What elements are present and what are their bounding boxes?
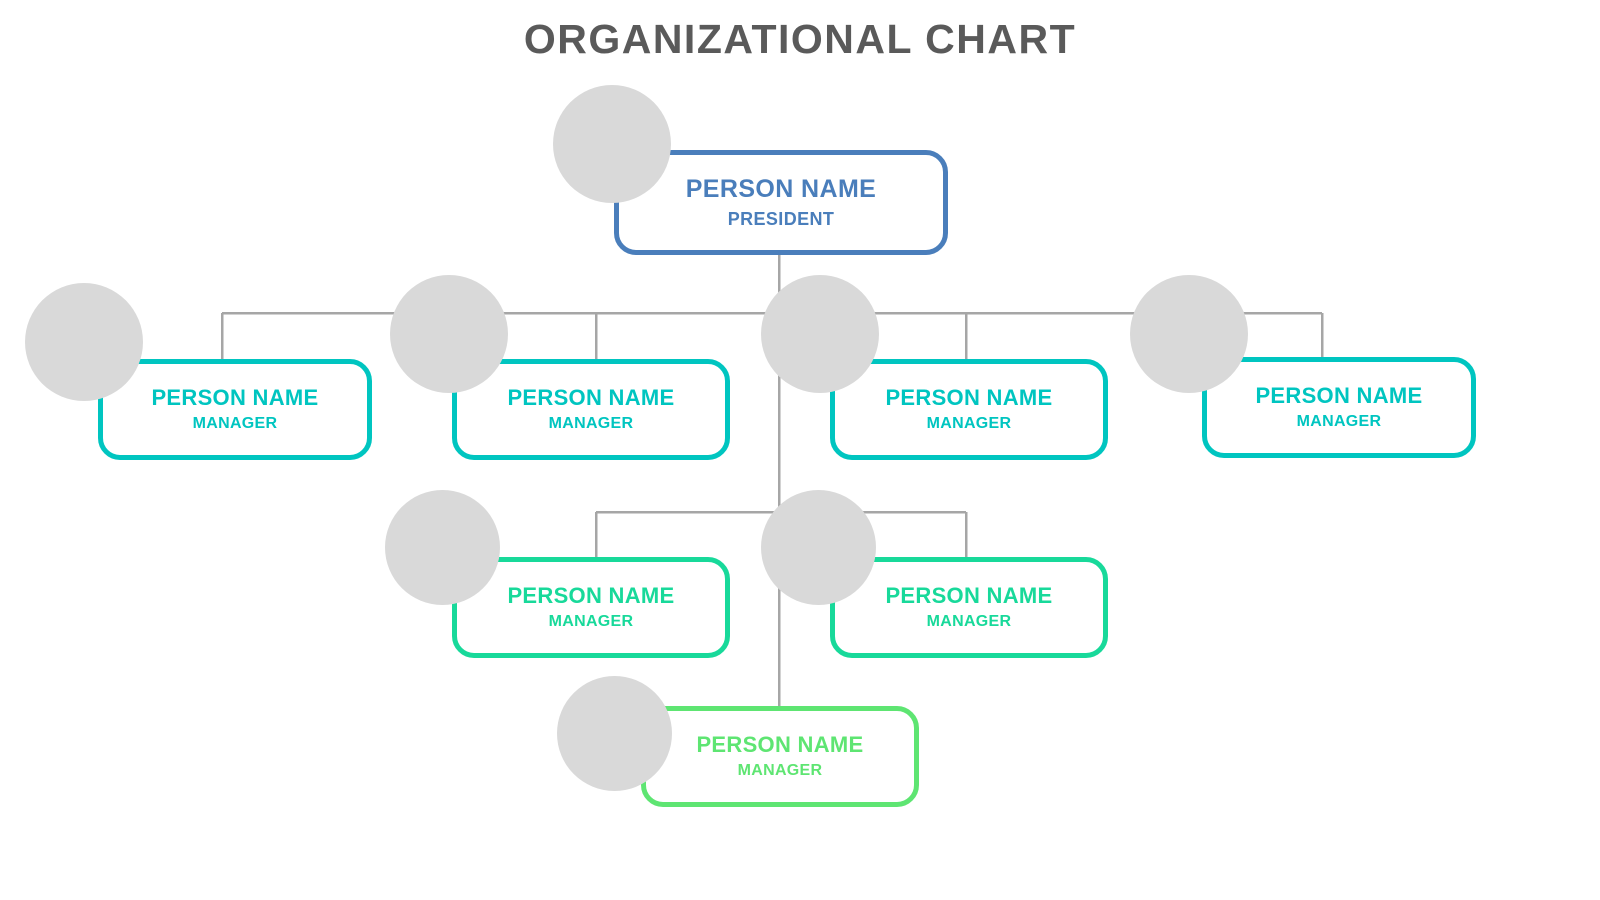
avatar-manager-4 <box>1130 275 1248 393</box>
card-president[interactable]: PERSON NAME PRESIDENT <box>614 150 948 255</box>
card-manager-5[interactable]: PERSON NAME MANAGER <box>452 557 730 658</box>
avatar-manager-1 <box>25 283 143 401</box>
node-name-president: PERSON NAME <box>685 175 877 204</box>
page-title: ORGANIZATIONAL CHART <box>523 16 1077 62</box>
card-manager-3[interactable]: PERSON NAME MANAGER <box>830 359 1108 460</box>
node-role-manager-3: MANAGER <box>926 415 1012 433</box>
node-name-manager-4: PERSON NAME <box>1255 383 1423 409</box>
avatar-president <box>553 85 671 203</box>
avatar-manager-2 <box>390 275 508 393</box>
node-role-manager-2: MANAGER <box>548 415 634 433</box>
card-manager-4[interactable]: PERSON NAME MANAGER <box>1202 357 1476 458</box>
node-role-manager-5: MANAGER <box>548 613 634 631</box>
node-name-manager-7: PERSON NAME <box>696 732 864 758</box>
avatar-manager-3 <box>761 275 879 393</box>
card-manager-7[interactable]: PERSON NAME MANAGER <box>641 706 919 807</box>
avatar-manager-5 <box>385 490 500 605</box>
card-manager-6[interactable]: PERSON NAME MANAGER <box>830 557 1108 658</box>
card-manager-1[interactable]: PERSON NAME MANAGER <box>98 359 372 460</box>
node-name-manager-3: PERSON NAME <box>885 385 1053 411</box>
avatar-manager-7 <box>557 676 672 791</box>
node-name-manager-1: PERSON NAME <box>151 385 319 411</box>
node-name-manager-5: PERSON NAME <box>507 583 675 609</box>
node-name-manager-6: PERSON NAME <box>885 583 1053 609</box>
node-role-manager-1: MANAGER <box>192 415 278 433</box>
node-role-president: PRESIDENT <box>727 208 835 229</box>
node-role-manager-4: MANAGER <box>1296 413 1382 431</box>
card-manager-2[interactable]: PERSON NAME MANAGER <box>452 359 730 460</box>
node-role-manager-7: MANAGER <box>737 762 823 780</box>
avatar-manager-6 <box>761 490 876 605</box>
node-role-manager-6: MANAGER <box>926 613 1012 631</box>
node-name-manager-2: PERSON NAME <box>507 385 675 411</box>
